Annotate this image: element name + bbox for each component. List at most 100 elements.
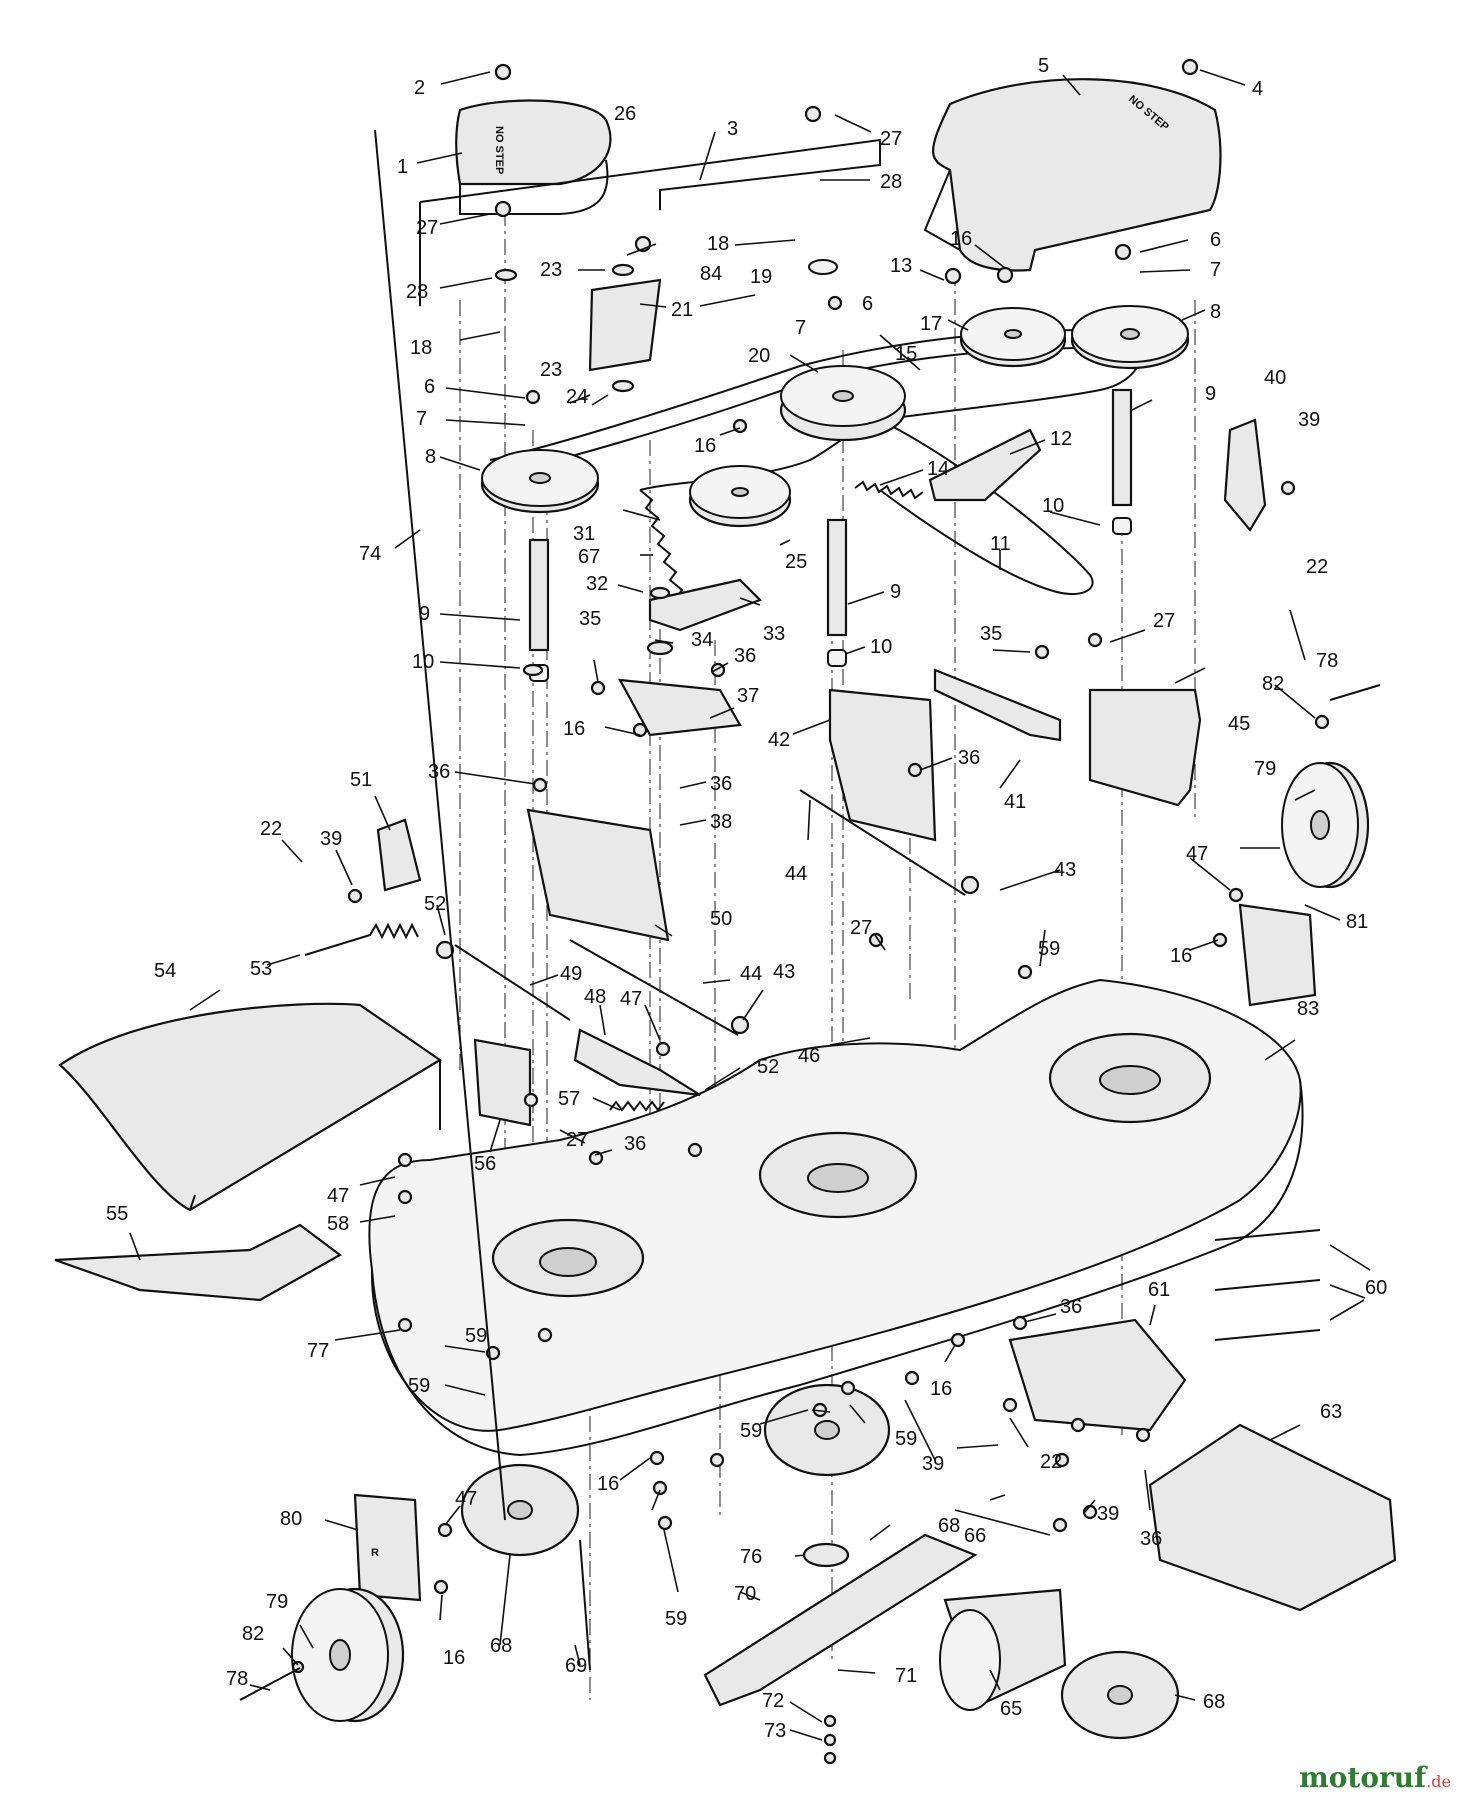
callout-7c: 7 bbox=[416, 408, 427, 430]
callout-39a: 39 bbox=[1298, 409, 1320, 431]
callout-80: 80 bbox=[280, 1508, 302, 1530]
callout-39d: 39 bbox=[1097, 1503, 1119, 1525]
callout-79b: 79 bbox=[266, 1591, 288, 1613]
callout-9c: 9 bbox=[890, 581, 901, 603]
callout-18b: 18 bbox=[410, 337, 432, 359]
callout-70: 70 bbox=[734, 1583, 756, 1605]
callout-21: 21 bbox=[671, 299, 693, 321]
callout-54: 54 bbox=[154, 960, 176, 982]
rods bbox=[419, 138, 1321, 1341]
callout-55: 55 bbox=[106, 1203, 128, 1225]
callout-10a: 10 bbox=[1042, 495, 1064, 517]
bracket-40 bbox=[1223, 418, 1267, 532]
discharge-chute-54 bbox=[58, 1002, 443, 1212]
blade-adapter-68-left bbox=[460, 1463, 580, 1557]
callout-8b: 8 bbox=[425, 446, 436, 468]
callout-45: 45 bbox=[1228, 713, 1250, 735]
callout-47a: 47 bbox=[1186, 843, 1208, 865]
bracket-42 bbox=[828, 688, 937, 842]
callout-16b: 16 bbox=[694, 435, 716, 457]
callout-22c: 22 bbox=[1040, 1451, 1062, 1473]
callout-59c: 59 bbox=[408, 1375, 430, 1397]
wheel-bracket-81 bbox=[1238, 903, 1317, 1007]
callout-32: 32 bbox=[586, 573, 608, 595]
callout-78a: 78 bbox=[1316, 650, 1338, 672]
callout-57: 57 bbox=[558, 1088, 580, 1110]
callout-31: 31 bbox=[573, 523, 595, 545]
wheel-79-left bbox=[291, 1587, 405, 1723]
callout-16c: 16 bbox=[563, 718, 585, 740]
wheel-79-right bbox=[1281, 761, 1370, 889]
callout-83: 83 bbox=[1297, 998, 1319, 1020]
callout-56: 56 bbox=[474, 1153, 496, 1175]
spindle-9-center bbox=[826, 518, 848, 667]
callout-59a: 59 bbox=[1038, 938, 1060, 960]
callout-10c: 10 bbox=[870, 636, 892, 658]
callout-22b: 22 bbox=[260, 818, 282, 840]
callout-18a: 18 bbox=[707, 233, 729, 255]
callout-27c: 27 bbox=[1153, 610, 1175, 632]
callout-61: 61 bbox=[1148, 1279, 1170, 1301]
callout-7b: 7 bbox=[795, 317, 806, 339]
callout-12: 12 bbox=[1050, 428, 1072, 450]
callout-52a: 52 bbox=[424, 893, 446, 915]
callout-44a: 44 bbox=[785, 863, 807, 885]
callout-2: 2 bbox=[414, 77, 425, 99]
callout-38: 38 bbox=[710, 811, 732, 833]
callout-14: 14 bbox=[927, 458, 949, 480]
callout-16d: 16 bbox=[1170, 945, 1192, 967]
callout-37: 37 bbox=[737, 685, 759, 707]
callout-43b: 43 bbox=[773, 961, 795, 983]
callout-73: 73 bbox=[764, 1720, 786, 1742]
callout-58: 58 bbox=[327, 1213, 349, 1235]
callout-1: 1 bbox=[397, 156, 408, 178]
callout-51: 51 bbox=[350, 769, 372, 791]
callout-39c: 39 bbox=[922, 1453, 944, 1475]
callout-27a: 27 bbox=[880, 128, 902, 150]
idler-bracket-21 bbox=[588, 278, 662, 372]
callout-52b: 52 bbox=[757, 1056, 779, 1078]
callout-6c: 6 bbox=[424, 376, 435, 398]
callout-40: 40 bbox=[1264, 367, 1286, 389]
watermark-suffix: .de bbox=[1426, 1772, 1451, 1791]
callout-82a: 82 bbox=[1262, 673, 1284, 695]
callout-27d: 27 bbox=[850, 917, 872, 939]
callout-68c: 68 bbox=[1203, 1691, 1225, 1713]
callout-26: 26 bbox=[614, 103, 636, 125]
callout-19: 19 bbox=[750, 266, 772, 288]
bracket-48 bbox=[573, 1028, 701, 1097]
callout-53: 53 bbox=[250, 958, 272, 980]
callout-16f: 16 bbox=[597, 1473, 619, 1495]
site-watermark: motoruf.de bbox=[1299, 1761, 1451, 1794]
spring-57 bbox=[609, 1100, 665, 1112]
callout-77: 77 bbox=[307, 1340, 329, 1362]
callout-46: 46 bbox=[798, 1045, 820, 1067]
callout-66: 66 bbox=[964, 1525, 986, 1547]
leader-lines bbox=[129, 69, 1371, 1741]
callout-36b: 36 bbox=[428, 761, 450, 783]
spring-53 bbox=[304, 922, 419, 956]
right-belt-cover: NO STEP bbox=[923, 78, 1222, 272]
callout-17: 17 bbox=[920, 313, 942, 335]
deflector-55 bbox=[54, 1223, 343, 1302]
callout-47c: 47 bbox=[327, 1185, 349, 1207]
callout-81: 81 bbox=[1346, 911, 1368, 933]
callout-10b: 10 bbox=[412, 651, 434, 673]
callout-25: 25 bbox=[785, 551, 807, 573]
pulley-25-idler bbox=[688, 465, 792, 528]
callout-15: 15 bbox=[895, 343, 917, 365]
callout-11: 11 bbox=[990, 533, 1011, 555]
bracket-51 bbox=[376, 818, 422, 892]
callout-47b: 47 bbox=[620, 988, 642, 1010]
callout-36c: 36 bbox=[710, 773, 732, 795]
blade-adapter-68-right bbox=[1060, 1650, 1180, 1740]
bracket-56 bbox=[473, 1038, 532, 1127]
callout-41: 41 bbox=[1004, 791, 1026, 813]
callout-27e: 27 bbox=[566, 1129, 588, 1151]
callout-74: 74 bbox=[359, 543, 381, 565]
callout-50: 50 bbox=[710, 908, 732, 930]
mower-deck-shell bbox=[368, 978, 1304, 1457]
blade-adapter-68-center bbox=[763, 1383, 891, 1477]
left-belt-cover: NO STEP bbox=[455, 99, 612, 215]
